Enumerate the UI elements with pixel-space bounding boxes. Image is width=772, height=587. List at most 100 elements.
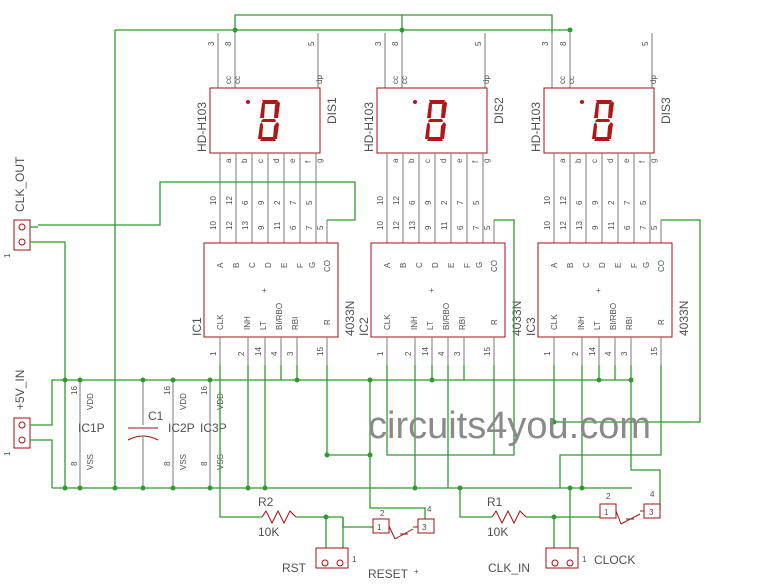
- dis1-seg-d: d: [272, 159, 281, 163]
- dis1-label-cc2: cc: [233, 76, 242, 84]
- svg-text:4: 4: [427, 505, 432, 514]
- svg-text:7: 7: [472, 225, 481, 230]
- ic3-in-pins: 1 2 14 4 3 15: [543, 337, 662, 365]
- dis1-seg-c: c: [256, 159, 265, 163]
- svg-text:2: 2: [606, 492, 611, 501]
- clk-out-connector: CLK_OUT 1: [3, 156, 68, 488]
- ic2-in-labels: CLK INH LT BI/RBO RBI R: [383, 303, 499, 330]
- svg-text:e: e: [622, 158, 631, 163]
- svg-text:5: 5: [641, 41, 650, 46]
- ic3-out-labels: A B C D E F G CO: [550, 260, 666, 272]
- ic1-counter: 10 12 13 9 11 6 7 5 A B C D E F G CO CLK…: [190, 220, 357, 365]
- svg-text:2: 2: [571, 351, 580, 356]
- rst-connector: RST 1: [282, 547, 357, 575]
- svg-text:16: 16: [200, 386, 209, 395]
- svg-text:10: 10: [543, 196, 552, 205]
- svg-text:F: F: [296, 263, 305, 268]
- dis1-bpin-4: 9: [257, 200, 266, 205]
- svg-text:f: f: [471, 160, 480, 163]
- svg-text:b: b: [574, 158, 583, 163]
- dis1-name: DIS1: [325, 97, 339, 124]
- svg-text:CO: CO: [323, 260, 332, 272]
- ic1-out-pin-numbers: 10 12 13 9 11 6 7 5: [209, 221, 325, 230]
- svg-text:3: 3: [620, 351, 629, 356]
- svg-text:F: F: [630, 263, 639, 268]
- svg-text:3: 3: [541, 41, 550, 46]
- svg-text:+: +: [262, 286, 267, 295]
- svg-text:14: 14: [421, 347, 430, 356]
- ic3-out-pin-numbers: 10 12 13 9 11 6 7 5: [543, 221, 659, 230]
- dis1-label-cc1: cc: [224, 76, 233, 84]
- svg-text:9: 9: [257, 225, 266, 230]
- ic3p-label: IC3P: [200, 421, 227, 435]
- svg-text:RBI: RBI: [458, 317, 467, 330]
- dis1-part: HD-H103: [195, 102, 209, 152]
- dis2-name: DIS2: [492, 97, 506, 124]
- dis1-seg-b: b: [240, 158, 249, 163]
- svg-text:8: 8: [559, 41, 568, 46]
- reset-line: [324, 365, 662, 527]
- svg-text:a: a: [391, 158, 400, 163]
- ic3-in-labels: CLK INH LT BI/RBO RBI R: [550, 303, 666, 330]
- svg-text:11: 11: [607, 221, 616, 230]
- svg-text:C: C: [582, 262, 591, 268]
- svg-text:D: D: [598, 262, 607, 268]
- svg-text:G: G: [642, 262, 651, 268]
- dis1-bpin-2: 12: [225, 196, 234, 205]
- svg-text:C: C: [415, 262, 424, 268]
- display-dis1: 3 8 5 cc cc dp HD-H103 DIS1 a b: [195, 33, 339, 243]
- dis3-part: HD-H103: [529, 102, 543, 152]
- ic1-name: IC1: [190, 317, 204, 336]
- power-in-connector: +5V_IN 1: [3, 370, 68, 491]
- svg-text:7: 7: [305, 225, 314, 230]
- svg-text:15: 15: [650, 347, 659, 356]
- ic1-body: [203, 242, 339, 338]
- svg-text:1: 1: [3, 451, 12, 456]
- svg-text:VDD: VDD: [86, 393, 95, 410]
- svg-text:VSS: VSS: [86, 454, 95, 470]
- svg-text:6: 6: [623, 225, 632, 230]
- dis3-bottom-pins: a b c d e f g 10 12 6 9 2 7 5: [543, 153, 658, 243]
- svg-text:E: E: [614, 263, 623, 268]
- svg-text:1: 1: [376, 351, 385, 356]
- svg-text:4: 4: [604, 351, 613, 356]
- svg-text:B: B: [399, 263, 408, 268]
- dis1-seg-f: f: [304, 160, 313, 163]
- svg-text:16: 16: [70, 386, 79, 395]
- ic2-in-pins: 1 2 14 4 3 15: [376, 337, 495, 365]
- capacitor-c1: C1: [127, 377, 164, 491]
- svg-text:8: 8: [163, 461, 172, 466]
- ic2-name: IC2: [357, 317, 371, 336]
- dis1-bpin-6: 7: [289, 200, 298, 205]
- ic3-counter: 10 12 13 9 11 6 7 5 A B C D E F G CO CLK…: [524, 220, 691, 365]
- svg-text:10: 10: [209, 221, 218, 230]
- svg-text:a: a: [558, 158, 567, 163]
- dis3-digit: [580, 100, 614, 141]
- svg-text:BI/RBO: BI/RBO: [275, 303, 284, 330]
- svg-text:6: 6: [408, 200, 417, 205]
- svg-text:15: 15: [483, 347, 492, 356]
- svg-text:dp: dp: [482, 75, 491, 84]
- dis2-body: [376, 87, 488, 154]
- svg-text:g: g: [482, 159, 491, 163]
- svg-text:VSS: VSS: [179, 454, 188, 470]
- rst-label: RST: [282, 561, 307, 575]
- svg-text:10: 10: [543, 221, 552, 230]
- svg-text:RBI: RBI: [625, 317, 634, 330]
- dis1-bottom-pins: a b c d e f g 10 12 6 9 2 7 5: [209, 153, 324, 243]
- svg-text:8: 8: [391, 41, 400, 46]
- r1-resistor: R1 10K: [487, 495, 527, 539]
- dis2-bottom-pins: a b c d e f g 10 12 6 9 2 7 5: [376, 153, 491, 243]
- svg-text:9: 9: [424, 200, 433, 205]
- svg-text:LT: LT: [426, 321, 435, 330]
- ic3-body: [537, 242, 673, 338]
- svg-text:13: 13: [241, 221, 250, 230]
- svg-text:c: c: [423, 159, 432, 163]
- svg-text:f: f: [638, 160, 647, 163]
- r2-label: R2: [258, 495, 274, 509]
- power-bus: [52, 365, 661, 491]
- clock-circuit: R1 10K 2 4 1 3 CLOCK CLK_IN 1: [447, 380, 661, 575]
- svg-text:e: e: [455, 158, 464, 163]
- r2-resistor: R2 10K: [258, 495, 297, 539]
- svg-text:INH: INH: [243, 316, 252, 330]
